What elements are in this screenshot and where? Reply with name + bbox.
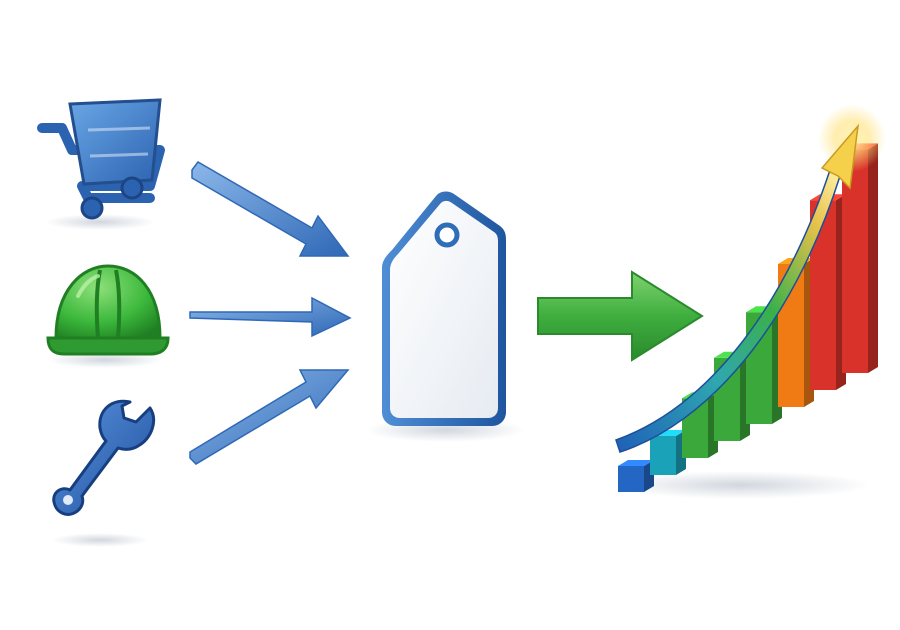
chart-bar	[842, 143, 878, 373]
chart-bar	[618, 460, 654, 492]
price-tag-icon	[365, 191, 525, 442]
arrow-bottom	[189, 369, 350, 465]
output-arrow	[537, 270, 704, 362]
arrow-middle	[189, 296, 352, 338]
growth-bar-chart-icon	[610, 104, 886, 499]
chart-bar-front	[842, 149, 868, 373]
wrench-icon	[52, 399, 155, 547]
chart-bar-front	[650, 436, 676, 475]
chart-bar-top	[618, 460, 654, 466]
arrow-top	[191, 161, 350, 257]
trend-arrowhead	[820, 123, 860, 190]
hard-hat-icon	[46, 264, 170, 368]
shopping-cart-icon	[37, 98, 165, 230]
trend-arrow	[615, 104, 886, 453]
chart-bar-side	[868, 143, 878, 373]
input-arrows	[189, 161, 352, 465]
chart-bar-front	[618, 466, 644, 492]
